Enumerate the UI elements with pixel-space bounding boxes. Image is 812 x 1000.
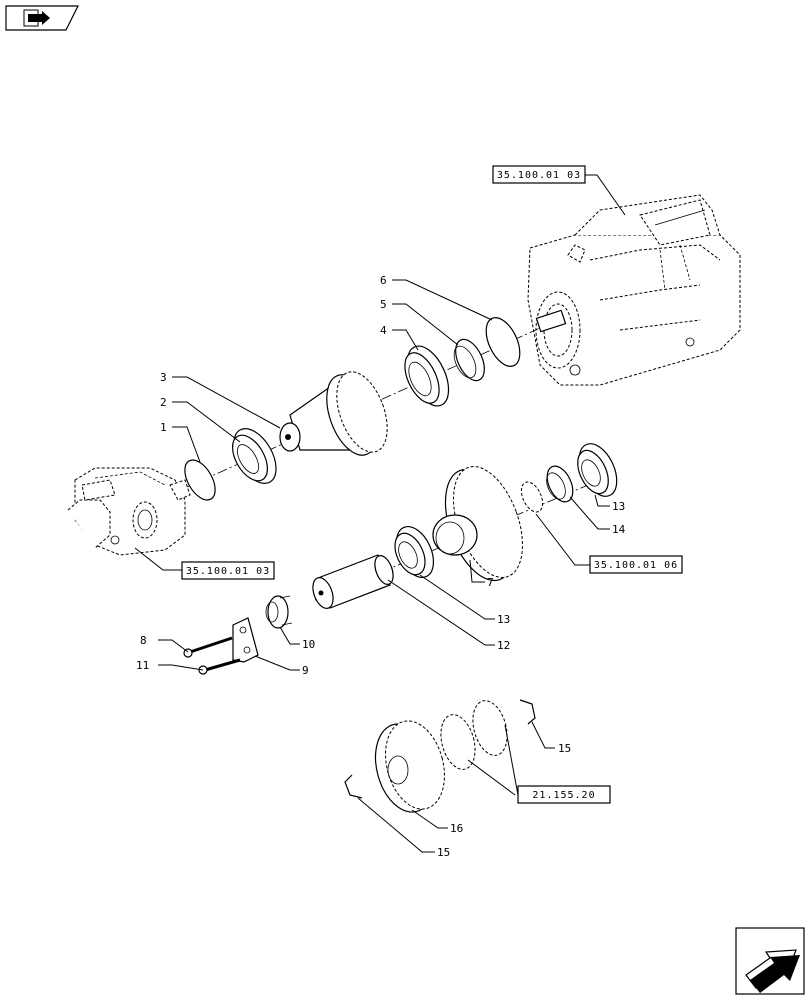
next-page-arrow-icon	[745, 949, 800, 993]
snap-ring-dashed	[520, 481, 544, 513]
bolt-8	[183, 636, 233, 658]
gear-7	[432, 466, 523, 582]
o-ring-1	[184, 459, 216, 501]
svg-text:35.100.01 03: 35.100.01 03	[497, 170, 581, 181]
ref-box-pump-left[interactable]: 35.100.01 03	[181, 561, 275, 580]
callout-2: 2	[160, 396, 167, 409]
hydraulic-pump-right	[527, 194, 741, 386]
callout-10: 10	[302, 638, 315, 651]
gear-16	[374, 720, 445, 813]
callout-9: 9	[302, 664, 309, 677]
shaft-centerline-middle	[314, 479, 601, 601]
callout-5: 5	[380, 298, 387, 311]
callout-15-lower: 15	[437, 846, 450, 859]
needle-bearing-dashed	[440, 700, 508, 770]
callout-8: 8	[140, 634, 147, 647]
spacer-ring-14	[546, 465, 574, 503]
callout-11: 11	[136, 659, 149, 672]
ball-bearing-4	[404, 345, 450, 407]
bolt-11	[198, 658, 241, 675]
callout-1: 1	[160, 421, 167, 434]
svg-text:35.100.01 03: 35.100.01 03	[186, 566, 270, 577]
book-arrow-icon	[23, 9, 50, 27]
ball-bearing-13-upper	[577, 443, 618, 497]
shaft-12	[312, 554, 394, 609]
circlip-15-lower	[344, 774, 363, 799]
ball-bearing-13-lower	[394, 526, 435, 578]
drive-hub-gear-3	[279, 371, 388, 456]
hydraulic-pump-left	[67, 467, 191, 556]
callout-13-lower: 13	[497, 613, 510, 626]
locking-plate-9	[232, 617, 259, 663]
ball-bearing-2	[231, 428, 277, 484]
callout-7: 7	[487, 576, 494, 589]
callout-16: 16	[450, 822, 463, 835]
callout-4: 4	[380, 324, 387, 337]
callout-14: 14	[612, 523, 626, 536]
next-page-button[interactable]	[735, 927, 805, 995]
svg-text:21.155.20: 21.155.20	[532, 790, 595, 801]
spacer-ring-5	[453, 338, 485, 382]
nav-badge[interactable]	[5, 5, 79, 31]
circlip-15-upper	[519, 699, 536, 725]
ref-box-bearing-set[interactable]: 35.100.01 06	[589, 555, 683, 574]
o-ring-6	[485, 317, 521, 367]
callout-13-upper: 13	[612, 500, 625, 513]
callout-3: 3	[160, 371, 167, 384]
callout-6: 6	[380, 274, 387, 287]
nut-10	[265, 595, 293, 629]
callout-12: 12	[497, 639, 510, 652]
ref-box-gear-set[interactable]: 21.155.20	[517, 785, 611, 804]
ref-box-pump-top[interactable]: 35.100.01 03	[492, 165, 586, 184]
callout-15-upper: 15	[558, 742, 571, 755]
svg-text:35.100.01 06: 35.100.01 06	[594, 560, 678, 571]
